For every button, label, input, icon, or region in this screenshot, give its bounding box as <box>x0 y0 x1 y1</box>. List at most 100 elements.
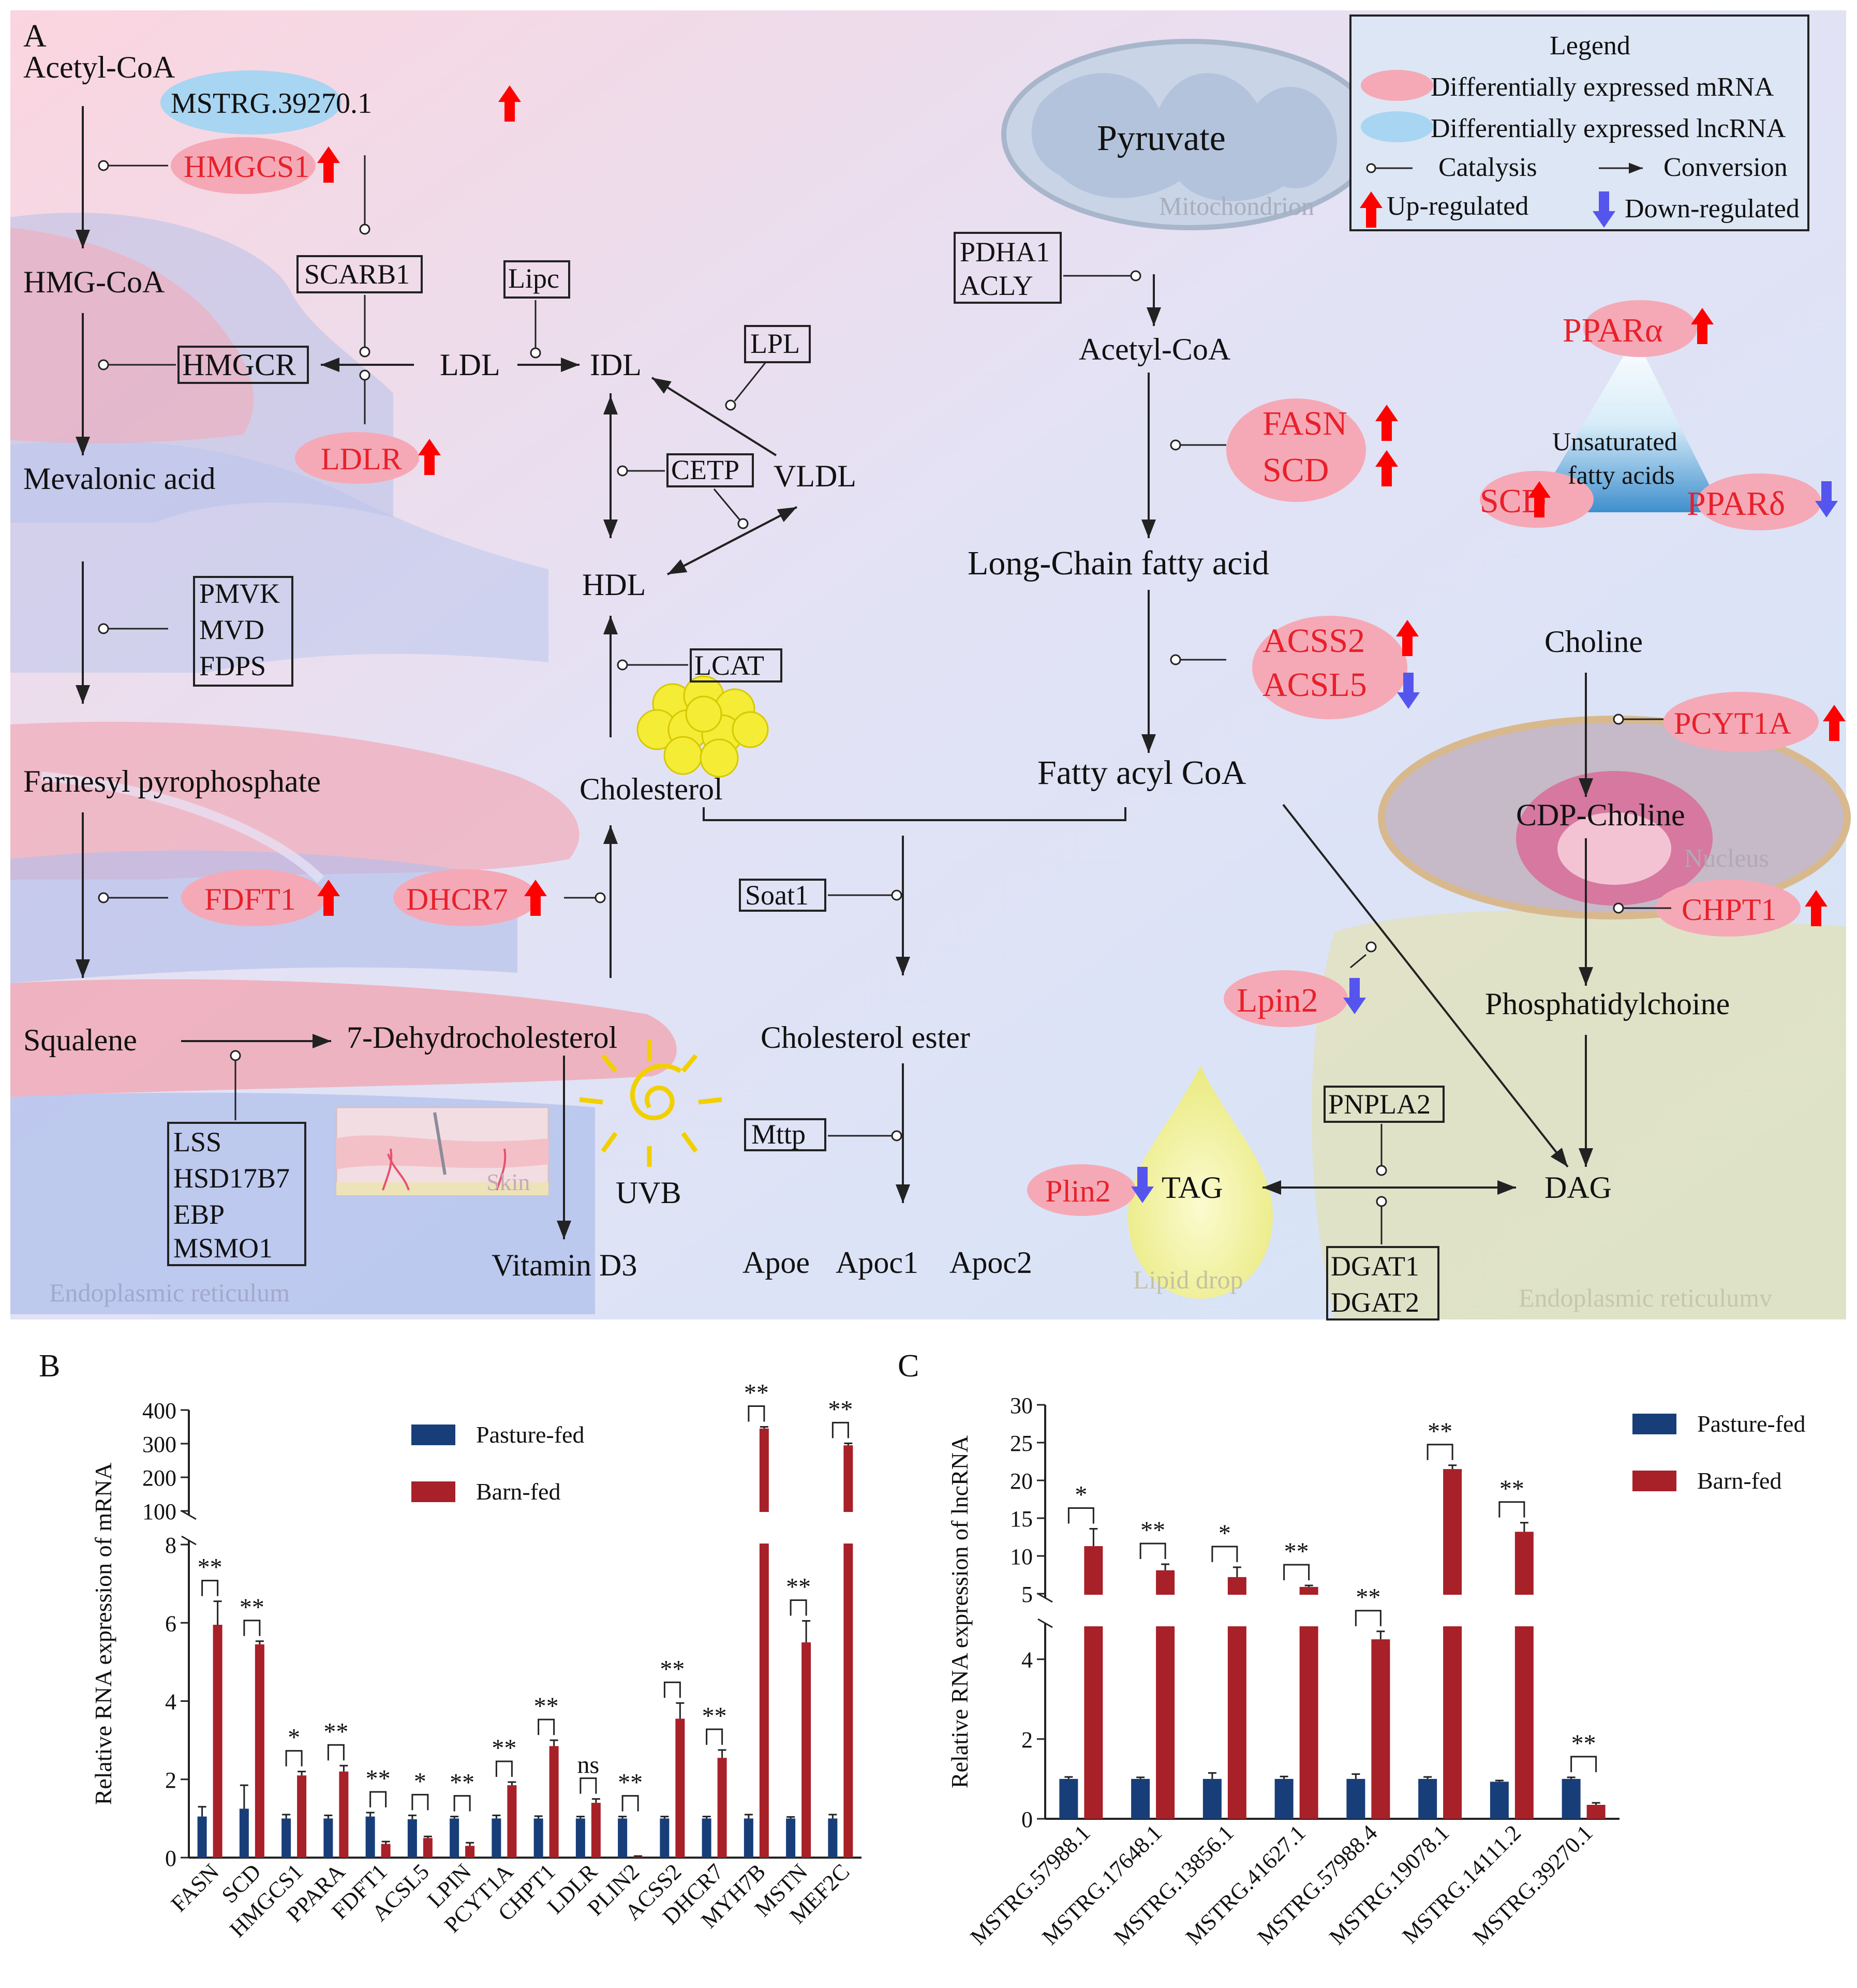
metabolite-7-dehydrocholesterol: 7-Dehydrocholesterol <box>347 1020 617 1055</box>
metabolite-acetyl-coa-right: Acetyl-CoA <box>1079 332 1230 366</box>
catalysis-lines <box>98 155 1671 1244</box>
bar-pasture <box>660 1818 670 1858</box>
ufa-label-1: Unsaturated <box>1552 427 1677 456</box>
nucleus-shape <box>1378 716 1851 919</box>
axis-break-mark <box>1037 1593 1053 1603</box>
bar-barn <box>549 1746 559 1858</box>
legend-mrna-label: Differentially expressed mRNA <box>1431 72 1774 102</box>
up-arrow-icon <box>498 85 521 122</box>
bar-pasture <box>1346 1778 1365 1819</box>
gene-box-ebp: EBP <box>173 1199 225 1230</box>
gene-box-pmvk: PMVK <box>199 578 280 609</box>
legend-catalysis-label: Catalysis <box>1438 153 1537 182</box>
metabolite-tag: TAG <box>1162 1170 1223 1205</box>
y-tick-label: 4 <box>1021 1648 1033 1673</box>
significance-bracket <box>1139 1542 1166 1560</box>
significance-bracket <box>1498 1501 1525 1518</box>
significance-bracket <box>453 1795 471 1812</box>
panel-c-letter: C <box>898 1348 919 1384</box>
significance-bracket <box>1570 1756 1597 1772</box>
gene-acsl5: ACSL5 <box>1262 666 1367 704</box>
significance-label: ** <box>240 1594 264 1621</box>
y-tick-label: 8 <box>165 1533 176 1558</box>
gene-box-scarb1: SCARB1 <box>304 259 410 290</box>
significance-bracket <box>369 1791 387 1808</box>
bar-barn <box>675 1718 685 1858</box>
y-tick-label: 2 <box>1021 1727 1033 1753</box>
significance-bracket <box>790 1599 807 1616</box>
gene-box-hmgcr: HMGCR <box>182 348 296 382</box>
bar-break-gap <box>1226 1595 1247 1626</box>
significance-bracket <box>831 1421 849 1438</box>
y-tick-label: 0 <box>165 1846 176 1871</box>
y-tick-label: 300 <box>142 1432 176 1457</box>
bar-barn <box>213 1625 222 1858</box>
metabolite-hmg-coa: HMG-CoA <box>23 265 165 299</box>
metabolite-cholesterol-ester: Cholesterol ester <box>761 1020 970 1055</box>
bar-pasture <box>744 1818 753 1858</box>
gene-box-cetp: CETP <box>671 454 739 485</box>
up-arrow-icon <box>524 880 547 916</box>
bar-pasture <box>492 1818 501 1858</box>
significance-bracket <box>285 1750 303 1767</box>
significance-bracket <box>243 1620 261 1636</box>
legend-label: Pasture-fed <box>1697 1411 1805 1437</box>
bar-barn <box>801 1642 811 1858</box>
bar-break-gap <box>1298 1595 1319 1626</box>
label-uvb: UVB <box>616 1176 681 1210</box>
bar-pasture <box>1418 1778 1437 1819</box>
bar-pasture <box>323 1818 333 1858</box>
bar-pasture <box>828 1818 838 1858</box>
bar-barn <box>297 1775 307 1858</box>
x-tick-label: MSTRG.41627.1 <box>1181 1820 1311 1950</box>
metabolite-farnesyl-pp: Farnesyl pyrophosphate <box>23 764 321 798</box>
x-tick-label: MSTRG.39270.1 <box>1468 1820 1598 1950</box>
y-tick-label: 30 <box>1010 1393 1033 1418</box>
bar-pasture <box>450 1818 459 1858</box>
bar-barn <box>1586 1805 1606 1819</box>
metabolite-vldl: VLDL <box>774 459 856 493</box>
significance-bracket <box>411 1793 429 1811</box>
gene-ppara: PPARα <box>1563 311 1663 349</box>
er-right-shape <box>1312 911 1846 1319</box>
up-arrow-icon <box>1805 890 1828 926</box>
significance-label: ** <box>1140 1517 1165 1544</box>
skin-illustration: Skin <box>335 1106 549 1196</box>
legend-label: Pasture-fed <box>476 1421 584 1448</box>
up-arrow-icon <box>317 880 340 916</box>
bar-break-gap <box>1442 1595 1463 1626</box>
mitochondrion-shape <box>1001 39 1379 230</box>
metabolite-cdp-choline: CDP-Choline <box>1516 798 1685 832</box>
bar-pasture <box>575 1818 585 1858</box>
metabolite-apoe: Apoe <box>742 1245 810 1280</box>
gene-box-dgat1: DGAT1 <box>1331 1251 1419 1282</box>
significance-label: * <box>1219 1520 1231 1547</box>
bar-barn <box>759 1428 769 1858</box>
y-tick-label: 6 <box>165 1611 176 1636</box>
metabolite-phosphatidylcholine: Phosphatidylchoine <box>1485 987 1730 1021</box>
y-tick-label: 15 <box>1010 1506 1033 1532</box>
up-arrow-icon <box>1691 308 1714 344</box>
y-axis-label: Relative RNA expression of mRNA <box>90 1463 116 1805</box>
significance-label: ** <box>492 1734 516 1762</box>
er-right-label: Endoplasmic reticulumv <box>1519 1283 1772 1312</box>
metabolite-squalene: Squalene <box>23 1023 137 1057</box>
bar-pasture <box>1490 1782 1509 1819</box>
gene-scd: SCD <box>1262 451 1329 489</box>
significance-label: ns <box>577 1752 600 1779</box>
significance-label: ** <box>786 1573 811 1600</box>
bar-pasture <box>365 1816 375 1858</box>
x-tick-label: MSTRG.19078.1 <box>1324 1820 1454 1950</box>
metabolite-idl: IDL <box>590 348 642 382</box>
bar-barn <box>717 1758 727 1858</box>
bar-barn <box>465 1846 475 1858</box>
significance-label: * <box>288 1724 300 1752</box>
legend-lncrna-label: Differentially expressed lncRNA <box>1431 114 1786 143</box>
gene-dhcr7: DHCR7 <box>406 882 508 916</box>
legend-conversion-label: Conversion <box>1663 153 1788 182</box>
y-tick-label: 20 <box>1010 1468 1033 1494</box>
y-tick-label: 200 <box>142 1465 176 1491</box>
bar-barn <box>1371 1639 1390 1819</box>
y-tick-label: 4 <box>165 1689 176 1715</box>
significance-label: ** <box>1428 1418 1452 1445</box>
